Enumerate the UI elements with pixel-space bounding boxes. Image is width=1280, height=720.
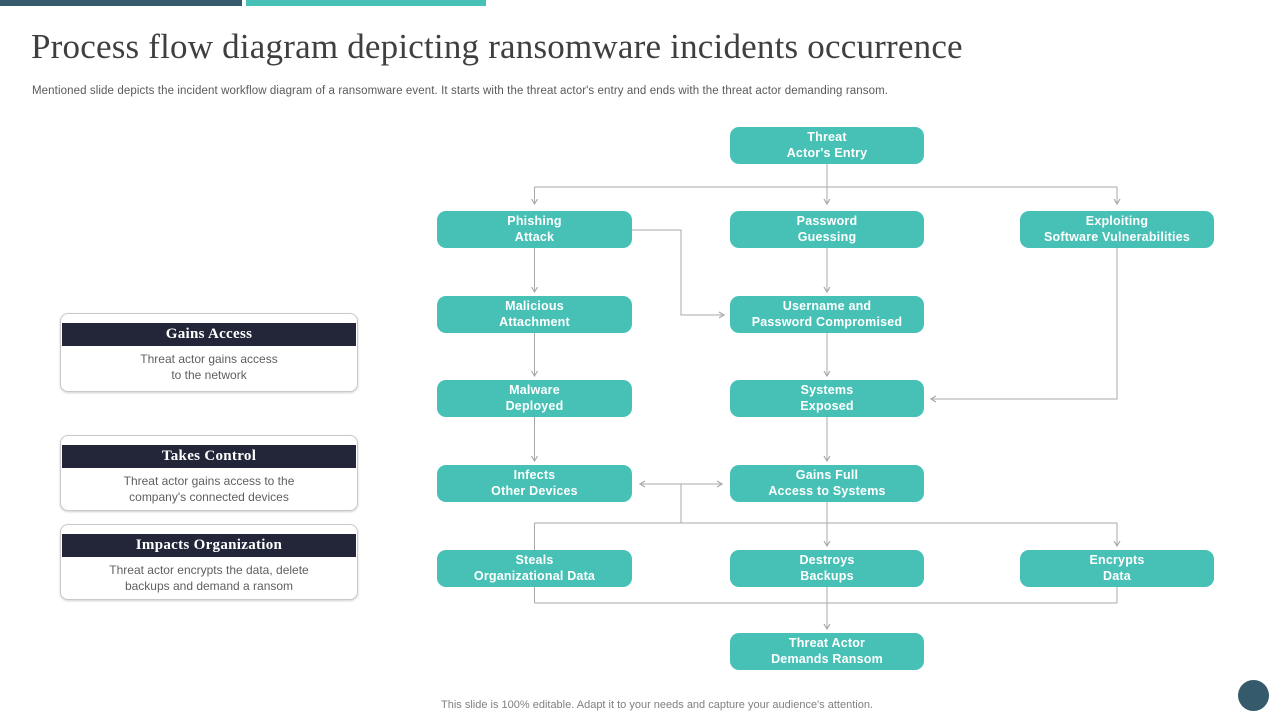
flow-node-malicious-attachment[interactable]: Malicious Attachment: [437, 296, 632, 333]
flow-node-systems-exposed[interactable]: Systems Exposed: [730, 380, 924, 417]
callout-title: Impacts Organization: [62, 534, 356, 557]
callout-gains-access[interactable]: Gains Access Threat actor gains access t…: [60, 313, 358, 392]
flow-node-phishing-attack[interactable]: Phishing Attack: [437, 211, 632, 248]
callout-impacts-organization[interactable]: Impacts Organization Threat actor encryp…: [60, 524, 358, 600]
flow-node-destroys-backups[interactable]: Destroys Backups: [730, 550, 924, 587]
callout-body: Threat actor encrypts the data, delete b…: [109, 563, 309, 593]
flow-node-password-guessing[interactable]: Password Guessing: [730, 211, 924, 248]
callout-title: Takes Control: [62, 445, 356, 468]
callout-takes-control[interactable]: Takes Control Threat actor gains access …: [60, 435, 358, 511]
callout-body: Threat actor gains access to the company…: [123, 474, 295, 504]
flow-node-infects-other-devices[interactable]: Infects Other Devices: [437, 465, 632, 502]
flow-node-threat-actors-entry[interactable]: Threat Actor's Entry: [730, 127, 924, 164]
accent-bar-dark: [0, 0, 242, 6]
flow-node-exploiting-software-vulnerabilities[interactable]: Exploiting Software Vulnerabilities: [1020, 211, 1214, 248]
flow-node-threat-actor-demands-ransom[interactable]: Threat Actor Demands Ransom: [730, 633, 924, 670]
flow-node-malware-deployed[interactable]: Malware Deployed: [437, 380, 632, 417]
accent-bar-teal: [246, 0, 486, 6]
flow-node-encrypts-data[interactable]: Encrypts Data: [1020, 550, 1214, 587]
page-title: Process flow diagram depicting ransomwar…: [31, 27, 963, 66]
callout-body: Threat actor gains access to the network: [140, 352, 278, 382]
corner-circle-decoration: [1238, 680, 1269, 711]
flow-node-gains-full-access-to-systems[interactable]: Gains Full Access to Systems: [730, 465, 924, 502]
slide-subtitle: Mentioned slide depicts the incident wor…: [32, 85, 889, 97]
callout-title: Gains Access: [62, 323, 356, 346]
flow-node-username-and-password-compromised[interactable]: Username and Password Compromised: [730, 296, 924, 333]
flow-node-steals-organizational-data[interactable]: Steals Organizational Data: [437, 550, 632, 587]
editable-note: This slide is 100% editable. Adapt it to…: [441, 699, 873, 711]
